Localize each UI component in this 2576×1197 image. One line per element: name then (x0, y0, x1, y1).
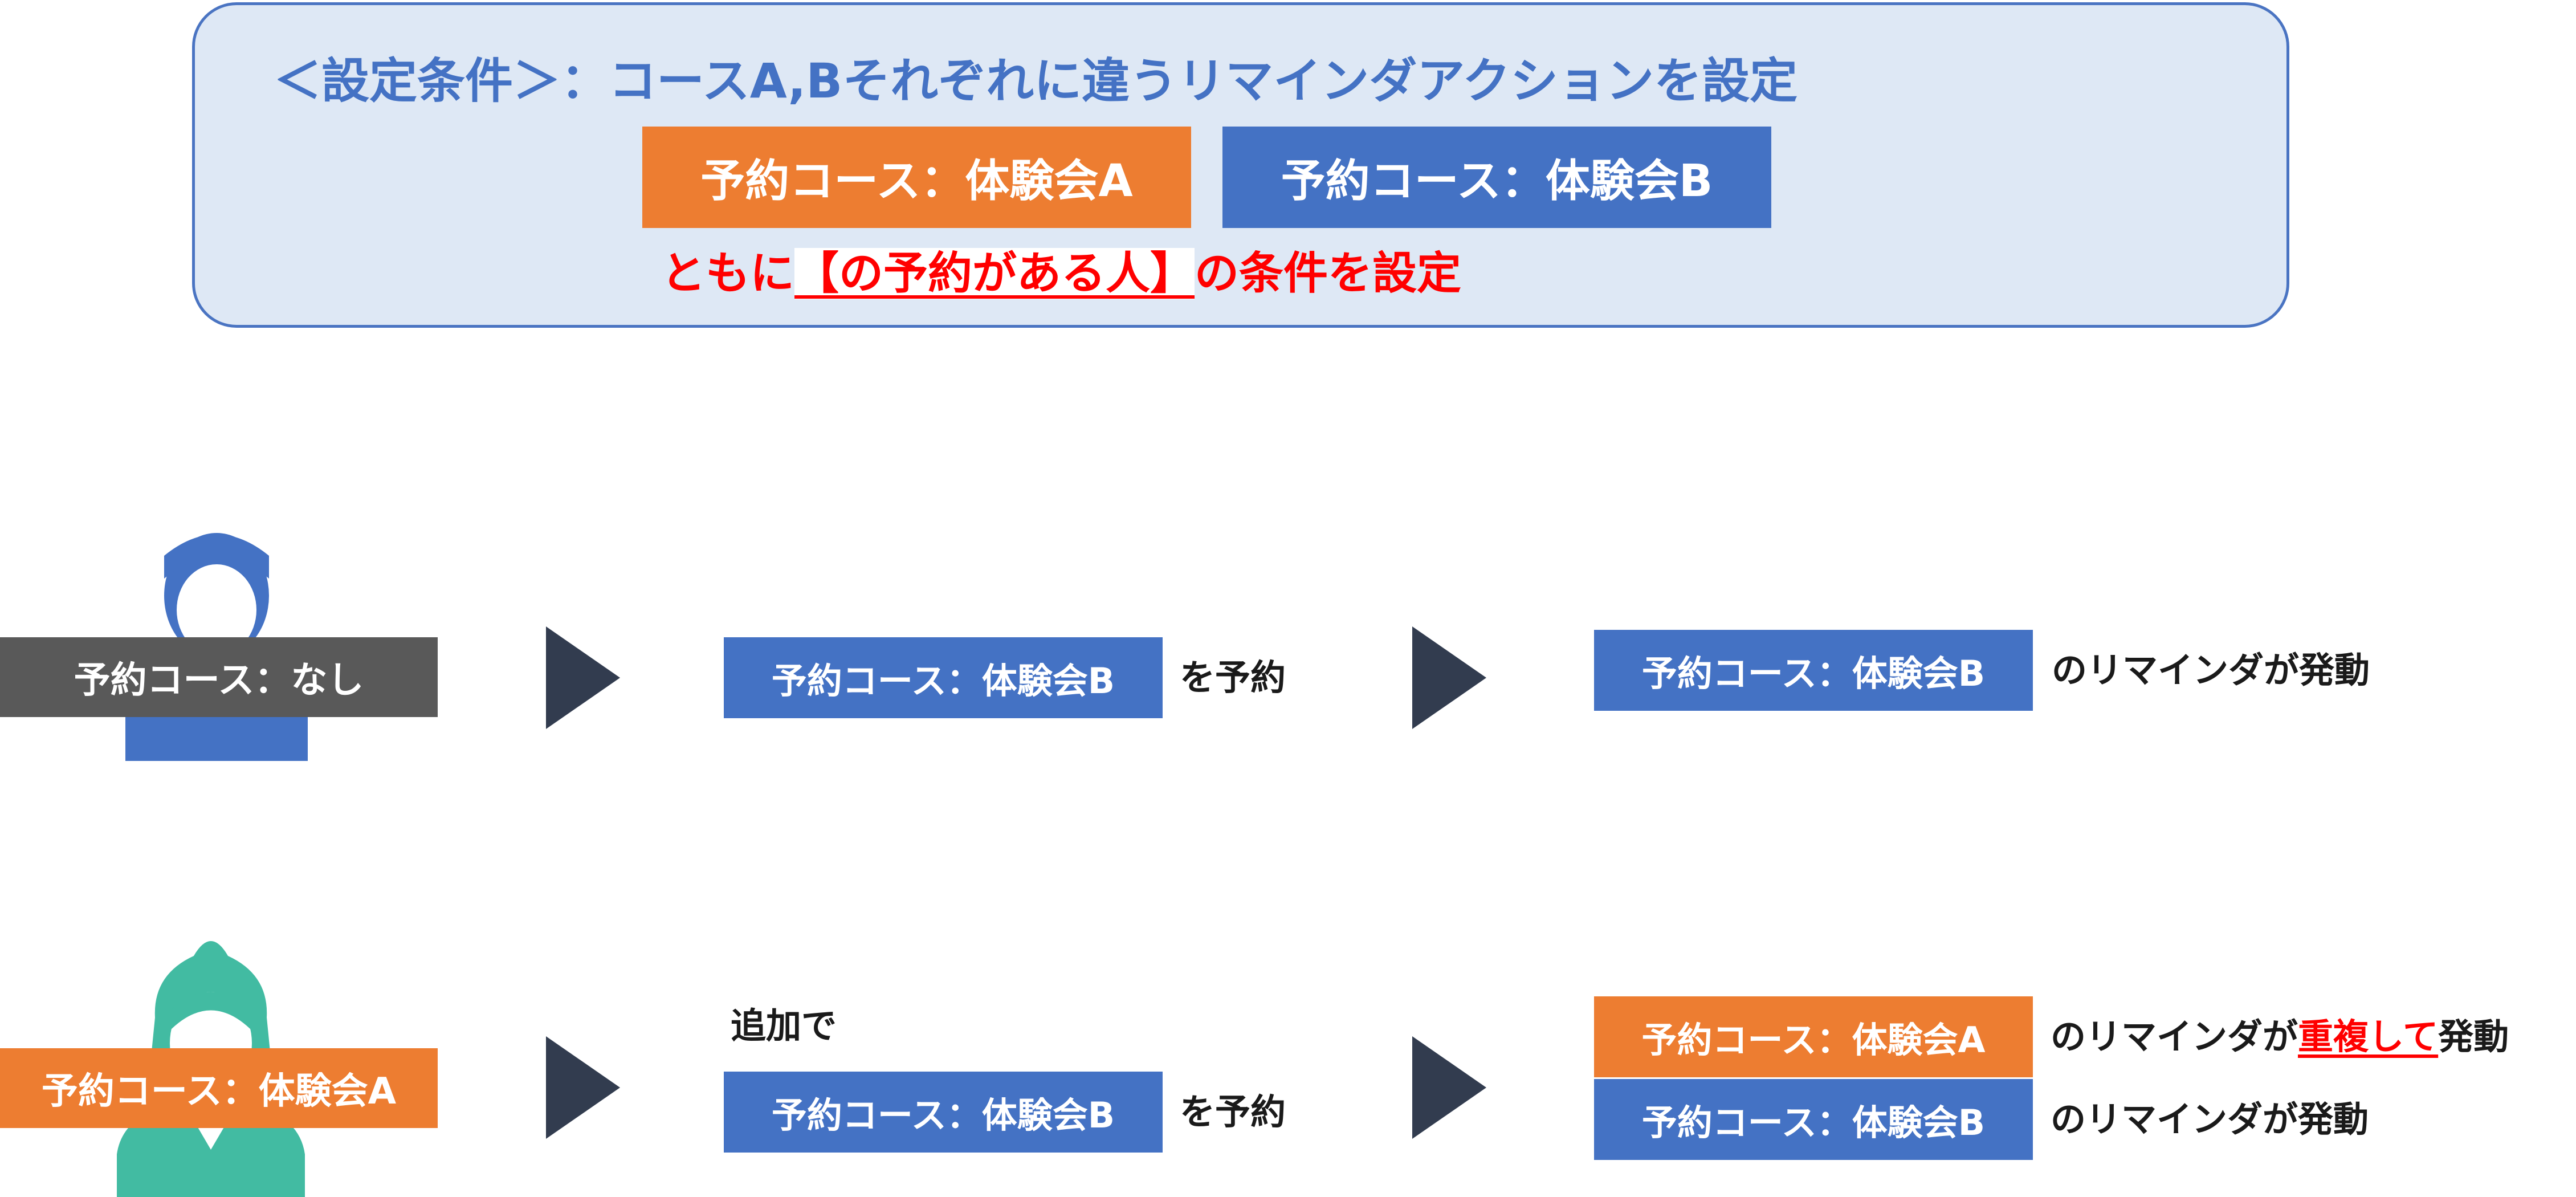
no-course-tag: 予約コース：なし (0, 637, 438, 717)
result-course-b-tag: 予約コース：体験会B (1594, 1079, 2033, 1160)
condition-note: ともに【の予約がある人】の条件を設定 (661, 239, 1461, 308)
note-prefix: ともに (661, 248, 795, 299)
arrow-right-icon (1412, 626, 1486, 729)
arrow-right-icon (546, 1036, 620, 1139)
booking-suffix: を予約 (1180, 1091, 1286, 1133)
note-highlight: 【の予約がある人】 (794, 248, 1195, 299)
arrow-right-icon (1412, 1036, 1486, 1139)
booking-course-b-tag: 予約コース：体験会B (724, 637, 1163, 718)
booking-suffix: を予約 (1180, 657, 1286, 698)
course-a-tag: 予約コース：体験会A (642, 127, 1191, 228)
result-a-suffix: 発動 (2438, 1016, 2509, 1057)
result-suffix: のリマインダが発動 (2052, 649, 2370, 691)
booking-course-b-tag: 予約コース：体験会B (724, 1072, 1163, 1153)
course-a-person-tag: 予約コース：体験会A (0, 1048, 438, 1128)
arrow-right-icon (546, 626, 620, 729)
condition-title: ＜設定条件＞：コースA,Bそれぞれに違うリマインダアクションを設定 (274, 53, 1798, 109)
result-course-b-tag: 予約コース：体験会B (1594, 630, 2033, 711)
result-course-a-tag: 予約コース：体験会A (1594, 996, 2033, 1077)
note-suffix: の条件を設定 (1195, 248, 1462, 299)
result-a-text: のリマインダが重複して発動 (2051, 996, 2509, 1077)
duplicate-emphasis: 重複して (2298, 1016, 2439, 1057)
result-b-suffix: のリマインダが発動 (2051, 1098, 2369, 1140)
result-a-prefix: のリマインダが (2051, 1016, 2298, 1057)
course-b-tag: 予約コース：体験会B (1222, 127, 1771, 228)
added-label: 追加で (731, 1005, 837, 1047)
